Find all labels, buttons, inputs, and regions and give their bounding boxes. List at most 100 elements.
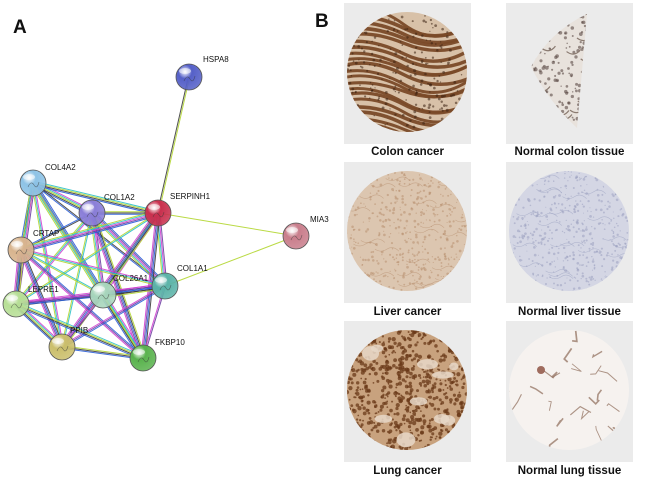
tissue-tile-colon-cancer bbox=[344, 3, 471, 144]
node-highlight bbox=[286, 227, 298, 233]
edge-ppib-fkbp10 bbox=[61, 347, 143, 360]
tissue-core bbox=[531, 14, 587, 128]
node-ppib[interactable]: PPIB bbox=[48, 326, 88, 361]
node-col26a1[interactable]: COL26A1 bbox=[89, 274, 149, 309]
node-label: SERPINH1 bbox=[170, 192, 211, 201]
node-bubble bbox=[89, 281, 117, 309]
edge-crtap-ppib bbox=[21, 249, 64, 347]
node-label: COL1A1 bbox=[177, 264, 208, 273]
node-structure-glyph bbox=[152, 211, 165, 218]
node-highlight bbox=[155, 277, 167, 283]
node-structure-glyph bbox=[290, 234, 303, 241]
edge-crtap-fkbp10 bbox=[20, 249, 144, 359]
node-highlight bbox=[11, 241, 23, 247]
edge-serpinh1-crtap bbox=[20, 211, 158, 250]
edge-col1a2-col26a1 bbox=[90, 213, 103, 296]
tissue-core bbox=[509, 330, 629, 450]
edge-ppib-fkbp10 bbox=[61, 346, 144, 359]
tissue-caption-normal-colon: Normal colon tissue bbox=[514, 146, 625, 158]
node-fkbp10[interactable]: FKBP10 bbox=[129, 338, 185, 372]
edge-crtap-col1a1 bbox=[20, 250, 165, 288]
node-label: CRTAP bbox=[33, 229, 59, 238]
node-structure-glyph bbox=[97, 293, 110, 300]
edge-crtap-col1a1 bbox=[21, 248, 166, 286]
edge-serpinh1-ppib bbox=[61, 212, 159, 348]
node-lepre1[interactable]: LEPRE1 bbox=[2, 285, 59, 318]
edge-col4a2-serpinh1 bbox=[32, 183, 158, 215]
tissue-caption-liver-cancer: Liver cancer bbox=[373, 306, 442, 318]
node-bubble bbox=[78, 199, 106, 227]
node-bubble bbox=[282, 222, 310, 250]
node-crtap[interactable]: CRTAP bbox=[7, 229, 59, 264]
node-label: HSPA8 bbox=[203, 55, 229, 64]
edge-crtap-ppib bbox=[22, 249, 65, 347]
edge-mia3-serpinh1 bbox=[157, 212, 297, 237]
edge-mia3-col1a1 bbox=[164, 235, 297, 287]
node-hspa8[interactable]: HSPA8 bbox=[175, 55, 229, 91]
edge-col4a2-col26a1 bbox=[31, 183, 103, 296]
node-label: MIA3 bbox=[310, 215, 329, 224]
tissue-caption-normal-liver: Normal liver tissue bbox=[518, 306, 621, 318]
edge-col26a1-lepre1 bbox=[16, 295, 104, 306]
node-label: LEPRE1 bbox=[28, 285, 59, 294]
edge-crtap-col26a1 bbox=[21, 248, 104, 295]
edge-lepre1-fkbp10 bbox=[16, 302, 144, 358]
edge-col26a1-lepre1 bbox=[15, 294, 104, 305]
node-highlight bbox=[148, 204, 160, 210]
node-highlight bbox=[23, 174, 35, 180]
edge-serpinh1-crtap bbox=[20, 210, 158, 248]
tissue-tile-liver-cancer bbox=[344, 162, 471, 303]
edge-col1a2-fkbp10 bbox=[92, 212, 145, 358]
node-bubble bbox=[2, 290, 30, 318]
node-highlight bbox=[82, 204, 94, 210]
node-label: FKBP10 bbox=[155, 338, 185, 347]
tissue-caption-lung-cancer: Lung cancer bbox=[373, 465, 442, 477]
node-col1a1[interactable]: COL1A1 bbox=[151, 264, 208, 300]
edge-col4a2-serpinh1 bbox=[33, 180, 159, 212]
node-highlight bbox=[133, 349, 145, 355]
edge-col4a2-serpinh1 bbox=[32, 184, 158, 216]
tissue-tile-normal-colon bbox=[506, 3, 633, 144]
node-highlight bbox=[93, 286, 105, 292]
node-highlight bbox=[52, 338, 64, 344]
node-structure-glyph bbox=[137, 356, 150, 363]
node-bubble bbox=[129, 344, 157, 372]
node-col1a2[interactable]: COL1A2 bbox=[78, 193, 135, 227]
edge-col26a1-lepre1 bbox=[15, 293, 103, 304]
edge-lepre1-fkbp10 bbox=[15, 304, 143, 360]
node-serpinh1[interactable]: SERPINH1 bbox=[144, 192, 211, 227]
node-bubble bbox=[144, 199, 172, 227]
edge-ppib-fkbp10 bbox=[62, 345, 144, 358]
tissue-tile-lung-cancer bbox=[344, 321, 471, 462]
edge-serpinh1-crtap bbox=[21, 213, 159, 252]
edge-col1a2-fkbp10 bbox=[89, 213, 142, 360]
edge-serpinh1-crtap bbox=[20, 212, 159, 251]
edge-lepre1-fkbp10 bbox=[15, 305, 143, 361]
edge-col4a2-serpinh1 bbox=[33, 181, 159, 213]
tissue-core bbox=[347, 12, 467, 132]
node-structure-glyph bbox=[56, 345, 69, 352]
node-col4a2[interactable]: COL4A2 bbox=[19, 163, 76, 197]
edge-serpinh1-ppib bbox=[63, 214, 161, 349]
panel-a-letter: A bbox=[13, 17, 27, 38]
node-bubble bbox=[7, 236, 35, 264]
node-structure-glyph bbox=[183, 75, 196, 82]
node-structure-glyph bbox=[159, 284, 172, 291]
node-label: COL26A1 bbox=[113, 274, 149, 283]
node-bubble bbox=[19, 169, 47, 197]
node-structure-glyph bbox=[10, 302, 23, 309]
edge-crtap-fkbp10 bbox=[21, 248, 145, 358]
edge-lepre1-fkbp10 bbox=[16, 301, 144, 357]
edge-hspa8-serpinh1 bbox=[156, 76, 189, 213]
tissue-caption-colon-cancer: Colon cancer bbox=[371, 146, 444, 158]
edge-col1a2-fkbp10 bbox=[91, 212, 144, 359]
edge-col1a2-fkbp10 bbox=[90, 213, 143, 359]
panel-b-letter: B bbox=[315, 11, 329, 32]
edge-serpinh1-ppib bbox=[59, 211, 157, 346]
edge-serpinh1-crtap bbox=[21, 215, 159, 253]
tissue-tile-normal-liver bbox=[506, 162, 633, 303]
node-mia3[interactable]: MIA3 bbox=[282, 215, 329, 250]
tissue-tile-normal-lung bbox=[506, 321, 633, 462]
tissue-core bbox=[347, 330, 467, 450]
